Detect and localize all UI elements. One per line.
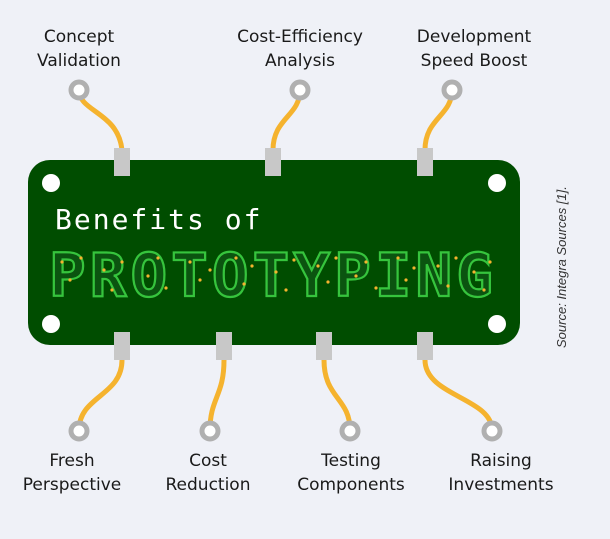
pad-ring-icon (199, 420, 221, 442)
label-raising-investments-line1: Raising (470, 451, 532, 471)
pad-ring-icon (68, 79, 90, 101)
mounting-hole-icon (488, 315, 506, 333)
mounting-hole-icon (488, 174, 506, 192)
pad-ring-icon (68, 420, 90, 442)
pin-top-2 (265, 148, 281, 176)
pad-ring-icon (481, 420, 503, 442)
pads (68, 79, 503, 442)
mounting-hole-icon (42, 315, 60, 333)
label-concept-validation-line1: Concept (44, 27, 115, 47)
label-testing-components-line1: Testing (320, 451, 381, 471)
pin-bottom-4 (417, 332, 433, 360)
label-fresh-perspective-line2: Perspective (23, 475, 121, 495)
mounting-hole-icon (42, 174, 60, 192)
label-testing-components-line2: Components (297, 475, 405, 495)
pin-top-1 (114, 148, 130, 176)
label-cost-efficiency-line2: Analysis (265, 51, 335, 71)
label-fresh-perspective-line1: Fresh (49, 451, 94, 471)
wire-raising-investments (422, 357, 495, 433)
pin-bottom-2 (216, 332, 232, 360)
pad-ring-icon (339, 420, 361, 442)
label-raising-investments-line2: Investments (448, 475, 553, 495)
pad-ring-icon (289, 79, 311, 101)
label-development-speed-line1: Development (417, 27, 532, 47)
label-concept-validation-line2: Validation (37, 51, 121, 71)
label-cost-reduction-line1: Cost (189, 451, 227, 471)
pin-bottom-3 (316, 332, 332, 360)
pin-bottom-1 (114, 332, 130, 360)
pin-top-3 (417, 148, 433, 176)
board-title-line2: PROTOTYPING (49, 241, 497, 311)
label-cost-efficiency-line1: Cost-Efficiency (237, 27, 363, 47)
wire-fresh-perspective (76, 357, 125, 433)
label-development-speed-line2: Speed Boost (421, 51, 528, 71)
wire-testing-components (321, 357, 353, 433)
solder-dots (60, 256, 492, 292)
pins (114, 148, 433, 360)
circuit-board (28, 160, 520, 345)
source-note: Source: Integra Sources [1]. (554, 186, 569, 348)
wire-cost-reduction (207, 357, 227, 433)
pad-ring-icon (441, 79, 463, 101)
board-title-line1: Benefits of (55, 203, 262, 236)
label-cost-reduction-line2: Reduction (166, 475, 251, 495)
mounting-holes (42, 174, 506, 333)
wire-concept-validation (76, 87, 125, 153)
